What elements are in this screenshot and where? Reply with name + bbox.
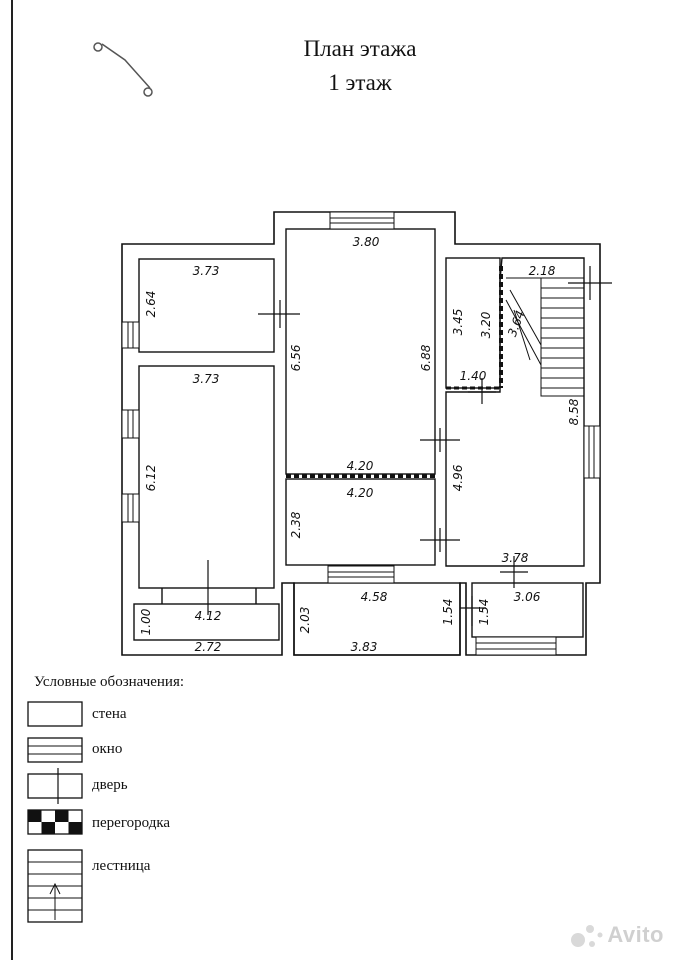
legend-label-stairs: лестница (92, 858, 151, 874)
legend-label-wall: стена (92, 706, 127, 722)
room-b (138, 365, 275, 589)
dim-closet-inner: 3.20 (479, 311, 493, 338)
dim-room-a-width: 3.73 (193, 264, 220, 278)
dim-stair-width: 2.18 (529, 264, 556, 278)
legend-wall-symbol (27, 701, 83, 727)
dim-room-f-width: 3.06 (514, 590, 541, 604)
outer-wall (121, 211, 601, 656)
room-c (285, 228, 436, 475)
dim-room-e-bottom: 3.83 (351, 640, 378, 654)
door-marks (207, 266, 612, 626)
dim-room-e-height: 2.03 (298, 607, 312, 634)
dim-room-c-left: 6.56 (289, 344, 303, 371)
room-a (138, 258, 275, 353)
dim-room-b-height: 6.12 (144, 465, 158, 492)
dim-room-c-right: 6.88 (419, 344, 433, 371)
watermark: Avito (607, 922, 664, 947)
dim-room-e-top: 4.58 (361, 590, 388, 604)
dim-room-f-height: 1.54 (477, 599, 491, 626)
pin-sketch-icon (93, 42, 153, 97)
dim-porch-bottom: 2.72 (195, 640, 222, 654)
floor-subtitle: 1 этаж (328, 70, 392, 95)
legend-label-partition: перегородка (92, 815, 171, 831)
plan-title: План этажа (303, 36, 417, 61)
dim-hall-height: 4.96 (451, 464, 465, 491)
dim-porch-top: 4.12 (195, 609, 222, 623)
window-marks (121, 211, 601, 656)
room-d (285, 478, 436, 566)
dim-room-c-top: 3.80 (353, 235, 380, 249)
hall (445, 257, 585, 567)
avito-logo-icon (571, 925, 603, 947)
dim-closet-outer: 3.45 (451, 309, 465, 336)
stair-marks (505, 277, 585, 397)
dim-room-a-height: 2.64 (144, 291, 158, 318)
dim-closet-width: 1.40 (460, 369, 487, 383)
dim-room-e-right: 1.54 (441, 599, 455, 626)
dim-porch-height: 1.00 (139, 608, 153, 635)
legend-door-symbol (27, 768, 83, 804)
legend-label-window: окно (92, 741, 123, 757)
dim-room-b-width: 3.73 (193, 372, 220, 386)
legend-window-symbol (27, 737, 83, 763)
legend-label-door: дверь (92, 777, 128, 793)
dim-hall-outer: 8.58 (567, 398, 581, 425)
dim-room-c-bottom: 4.20 (347, 459, 374, 473)
legend-stair-symbol (27, 849, 83, 923)
dim-room-d-top: 4.20 (347, 486, 374, 500)
legend-partition-symbol (27, 809, 83, 835)
legend-heading: Условные обозначения: (34, 674, 185, 690)
dim-hall-width: 3.78 (502, 551, 529, 565)
dim-room-d-height: 2.38 (289, 511, 303, 538)
porch (133, 603, 280, 641)
